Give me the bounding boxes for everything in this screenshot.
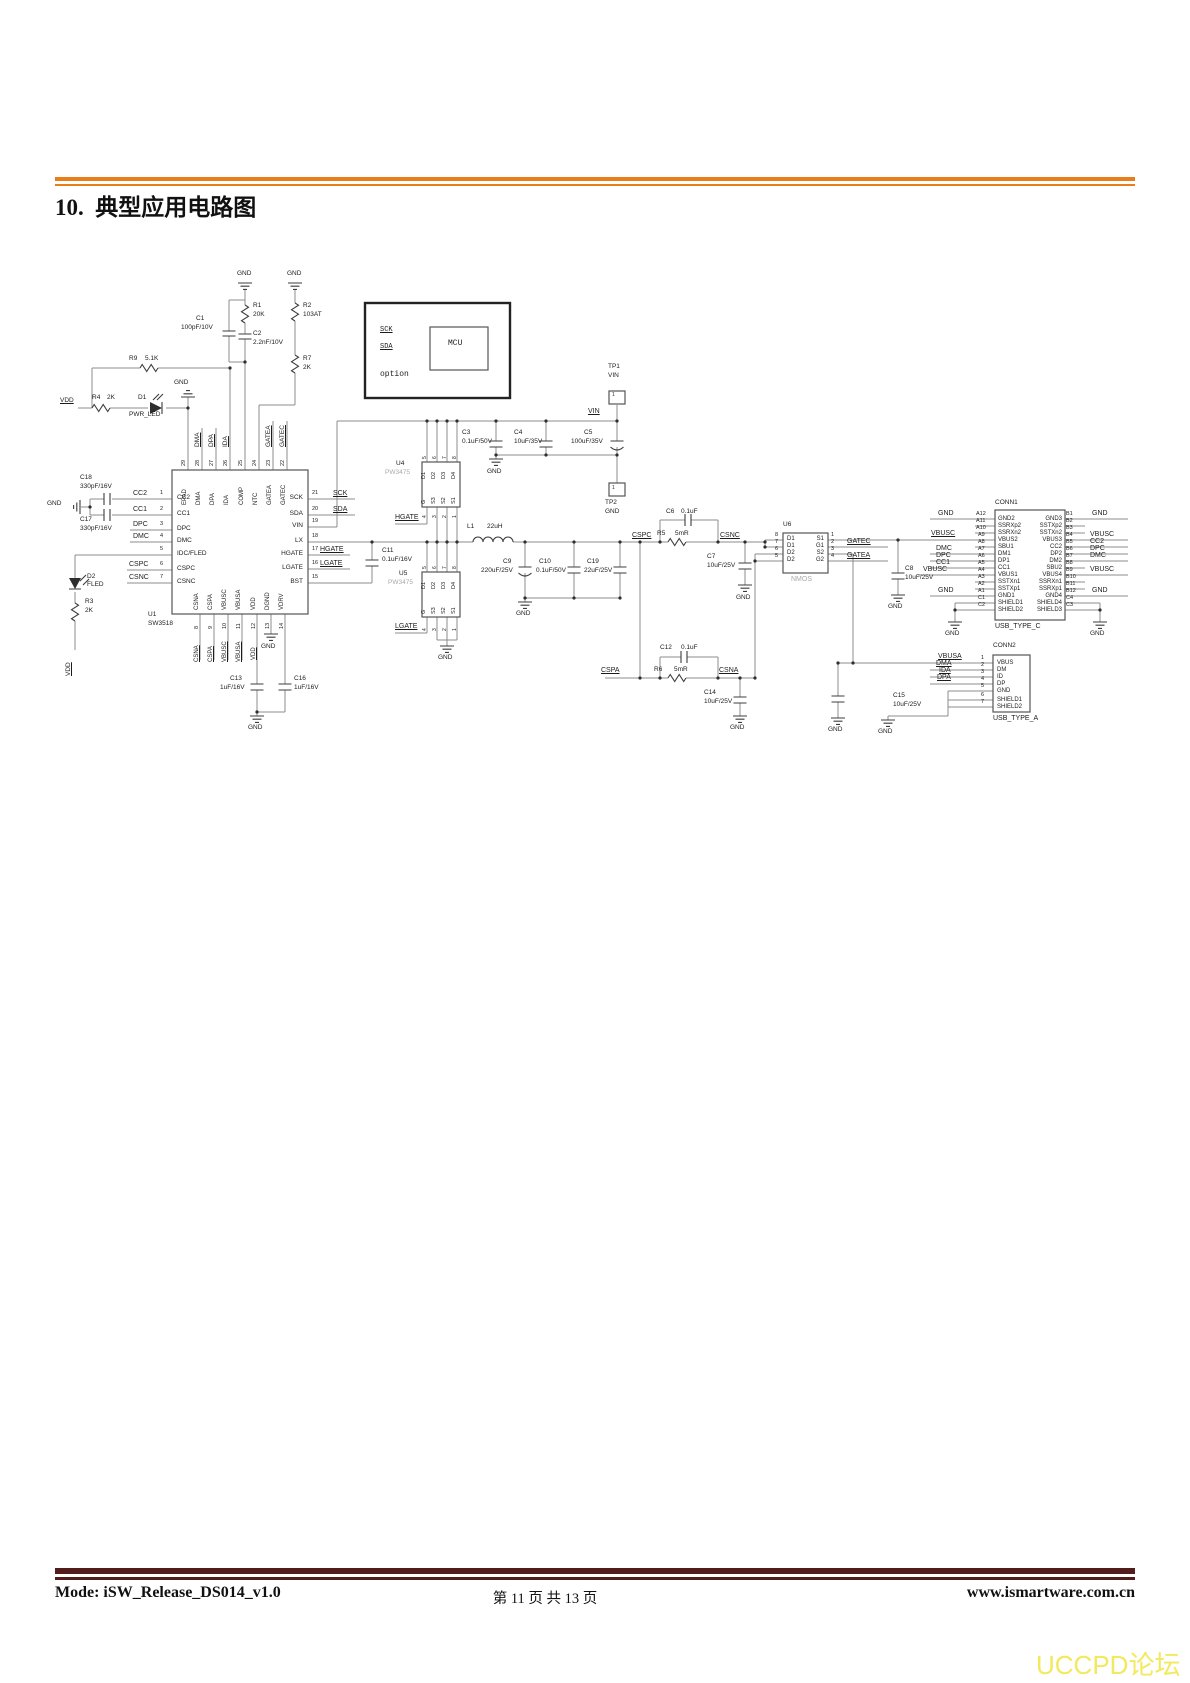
u4-block xyxy=(421,461,461,508)
capacitor-symbols xyxy=(103,330,905,704)
u1-chip-body xyxy=(171,469,309,615)
footer-doc-id: Mode: iSW_Release_DS014_v1.0 xyxy=(55,1584,281,1601)
section-title: 10. 典型应用电路图 xyxy=(55,195,257,220)
inductor-symbol xyxy=(472,536,514,543)
mcu-inner-box xyxy=(429,326,489,371)
led-d1 xyxy=(150,393,164,414)
led-d2 xyxy=(69,574,90,590)
header-rule-thick xyxy=(55,177,1135,181)
tp2-testpoint xyxy=(608,482,626,497)
junction-dots xyxy=(88,360,1102,714)
conn2-body xyxy=(992,654,1031,713)
footer-rule-thin xyxy=(55,1577,1135,1580)
footer-page-number: 第 11 页 共 13 页 xyxy=(492,1591,598,1607)
footer-rule-thick xyxy=(55,1568,1135,1574)
schematic-wires xyxy=(74,289,1128,720)
header-rule-thin xyxy=(55,184,1135,186)
footer-website-link[interactable]: www.ismartware.com.cn xyxy=(966,1584,1135,1601)
tp1-testpoint xyxy=(608,390,626,405)
u5-block xyxy=(421,571,461,618)
watermark: UCCPD论坛 xyxy=(1036,1650,1181,1680)
u6-block xyxy=(782,532,829,574)
conn1-body xyxy=(994,509,1066,621)
